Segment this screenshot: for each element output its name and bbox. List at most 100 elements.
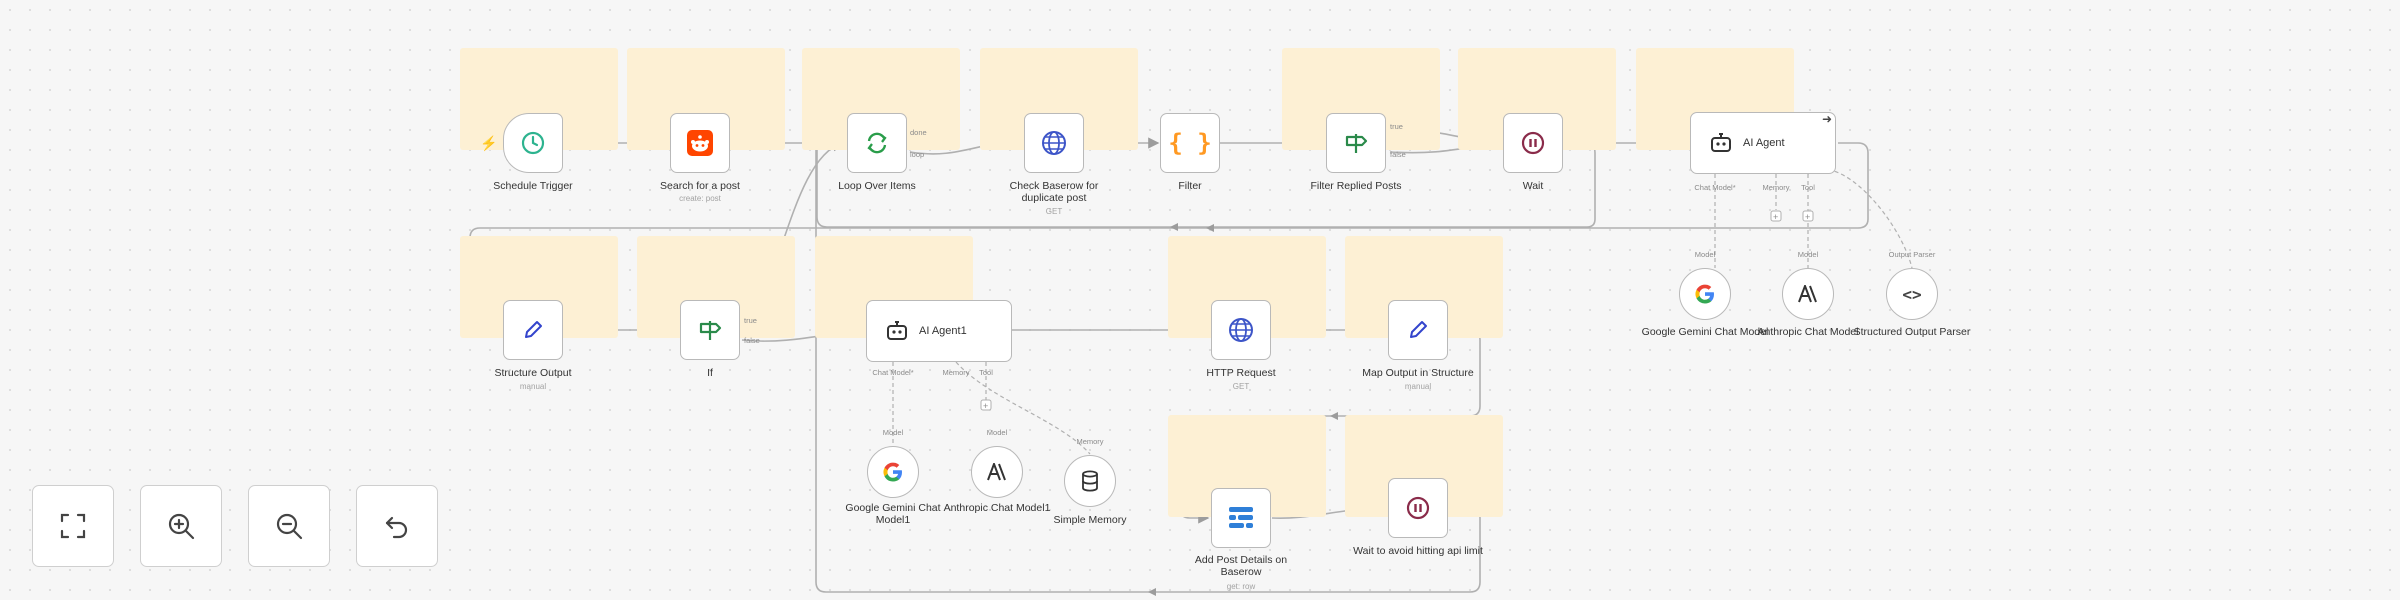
node-anthropic-chat-model[interactable] [1782,268,1834,320]
node-ai-agent1[interactable]: AI Agent1 [866,300,1012,362]
node-wait-api[interactable] [1388,478,1448,538]
node-filter[interactable]: { } [1160,113,1220,173]
port-label: true [1390,122,1403,131]
node-label: Structured Output Parser [1853,326,1971,338]
port-label: Model [882,428,904,437]
node-if[interactable] [680,300,740,360]
database-icon [1080,470,1100,492]
robot-icon [885,319,909,343]
signpost-icon [697,317,723,343]
flow-arrow [1170,223,1178,231]
node-gemini-chat-model[interactable] [1679,268,1731,320]
pause-icon [1405,495,1431,521]
node-schedule-trigger[interactable] [503,113,563,173]
zoom-out-button[interactable] [248,485,330,567]
add-glyph: + [1773,212,1778,222]
pencil-icon [521,318,545,342]
port-label: Tool [979,368,993,377]
google-icon [881,460,905,484]
subnode-connection [1807,168,1913,269]
add-glyph: + [1805,212,1810,222]
node-title: AI Agent [1743,137,1785,149]
node-label: Wait to avoid hitting api limit [1353,545,1483,557]
robot-icon [1709,131,1733,155]
node-label: If [707,367,713,379]
node-label: Google Gemini Chat Model [1641,326,1769,338]
flow-arrow [1330,412,1338,420]
node-sublabel: create: post [679,194,721,203]
node-label: HTTP Request [1206,367,1276,379]
loop-icon [864,130,890,156]
node-search-post[interactable] [670,113,730,173]
fit-view-button[interactable] [32,485,114,567]
node-wait[interactable] [1503,113,1563,173]
node-label: Map Output in Structure [1362,367,1474,379]
port-label: Output Parser [1888,250,1936,259]
add-subnode-box [980,399,992,411]
pencil-icon [1406,318,1430,342]
node-sublabel: get: row [1226,582,1256,591]
node-label: Simple Memory [1053,514,1127,526]
node-http-request[interactable] [1211,300,1271,360]
subnode-connection [955,361,1091,455]
globe-icon [1227,316,1255,344]
node-label: Add Post Details on Baserow [1194,554,1288,578]
port-label: Tool [1801,183,1815,192]
node-gemini-chat-model1[interactable] [867,446,919,498]
node-add-post-details[interactable] [1211,488,1271,548]
fit-view-icon [59,512,87,540]
flow-arrow [1148,588,1156,596]
node-title: AI Agent1 [919,325,967,337]
add-subnode-box [1770,210,1782,222]
node-anthropic-chat-model1[interactable] [971,446,1023,498]
node-sublabel: GET [1232,382,1250,391]
node-sublabel: manual [519,382,547,391]
node-label: Anthropic Chat Model1 [943,502,1051,514]
trigger-marker-icon: ⚡ [480,135,498,151]
node-map-output[interactable] [1388,300,1448,360]
node-sublabel: manual [1404,382,1432,391]
anthropic-icon [1796,285,1820,303]
node-structure-output[interactable] [503,300,563,360]
node-sublabel: GET [1045,207,1063,216]
port-label: true [744,316,757,325]
node-loop-over-items[interactable] [847,113,907,173]
node-label: Search for a post [660,180,740,192]
zoom-out-icon [274,511,304,541]
node-simple-memory[interactable] [1064,455,1116,507]
clock-icon [520,130,546,156]
node-label: Wait [1522,180,1544,192]
port-label: false [744,336,760,345]
node-structured-output-parser[interactable]: <> [1886,268,1938,320]
node-label: Filter [1178,180,1202,192]
code-icon: <> [1902,284,1922,304]
port-label: Model [1797,250,1819,259]
zoom-in-icon [166,511,196,541]
undo-icon [383,512,411,540]
node-label: Anthropic Chat Model [1757,326,1859,338]
node-label: Check Baserow for duplicate post [1009,180,1099,204]
node-check-baserow[interactable] [1024,113,1084,173]
code-braces-icon: { } [1168,129,1212,157]
node-label: Loop Over Items [838,180,916,192]
port-label: Chat Model* [1694,183,1736,192]
port-label: loop [910,150,925,159]
zoom-in-button[interactable] [140,485,222,567]
node-label: Google Gemini Chat Model1 [845,502,941,526]
node-ai-agent[interactable]: AI Agent [1690,112,1836,174]
anthropic-icon [985,463,1009,481]
pause-icon [1520,130,1546,156]
port-label: Memory [1076,437,1104,446]
node-label: Schedule Trigger [493,180,573,192]
google-icon [1693,282,1717,306]
node-label: Structure Output [494,367,572,379]
port-label: Model [1694,250,1716,259]
add-glyph: + [983,401,988,411]
port-label: done [910,128,927,137]
undo-button[interactable] [356,485,438,567]
port-label: Model [986,428,1008,437]
exit-arrow-icon: ➜ [1822,112,1833,126]
node-filter-replied[interactable] [1326,113,1386,173]
node-label: Filter Replied Posts [1310,180,1402,192]
